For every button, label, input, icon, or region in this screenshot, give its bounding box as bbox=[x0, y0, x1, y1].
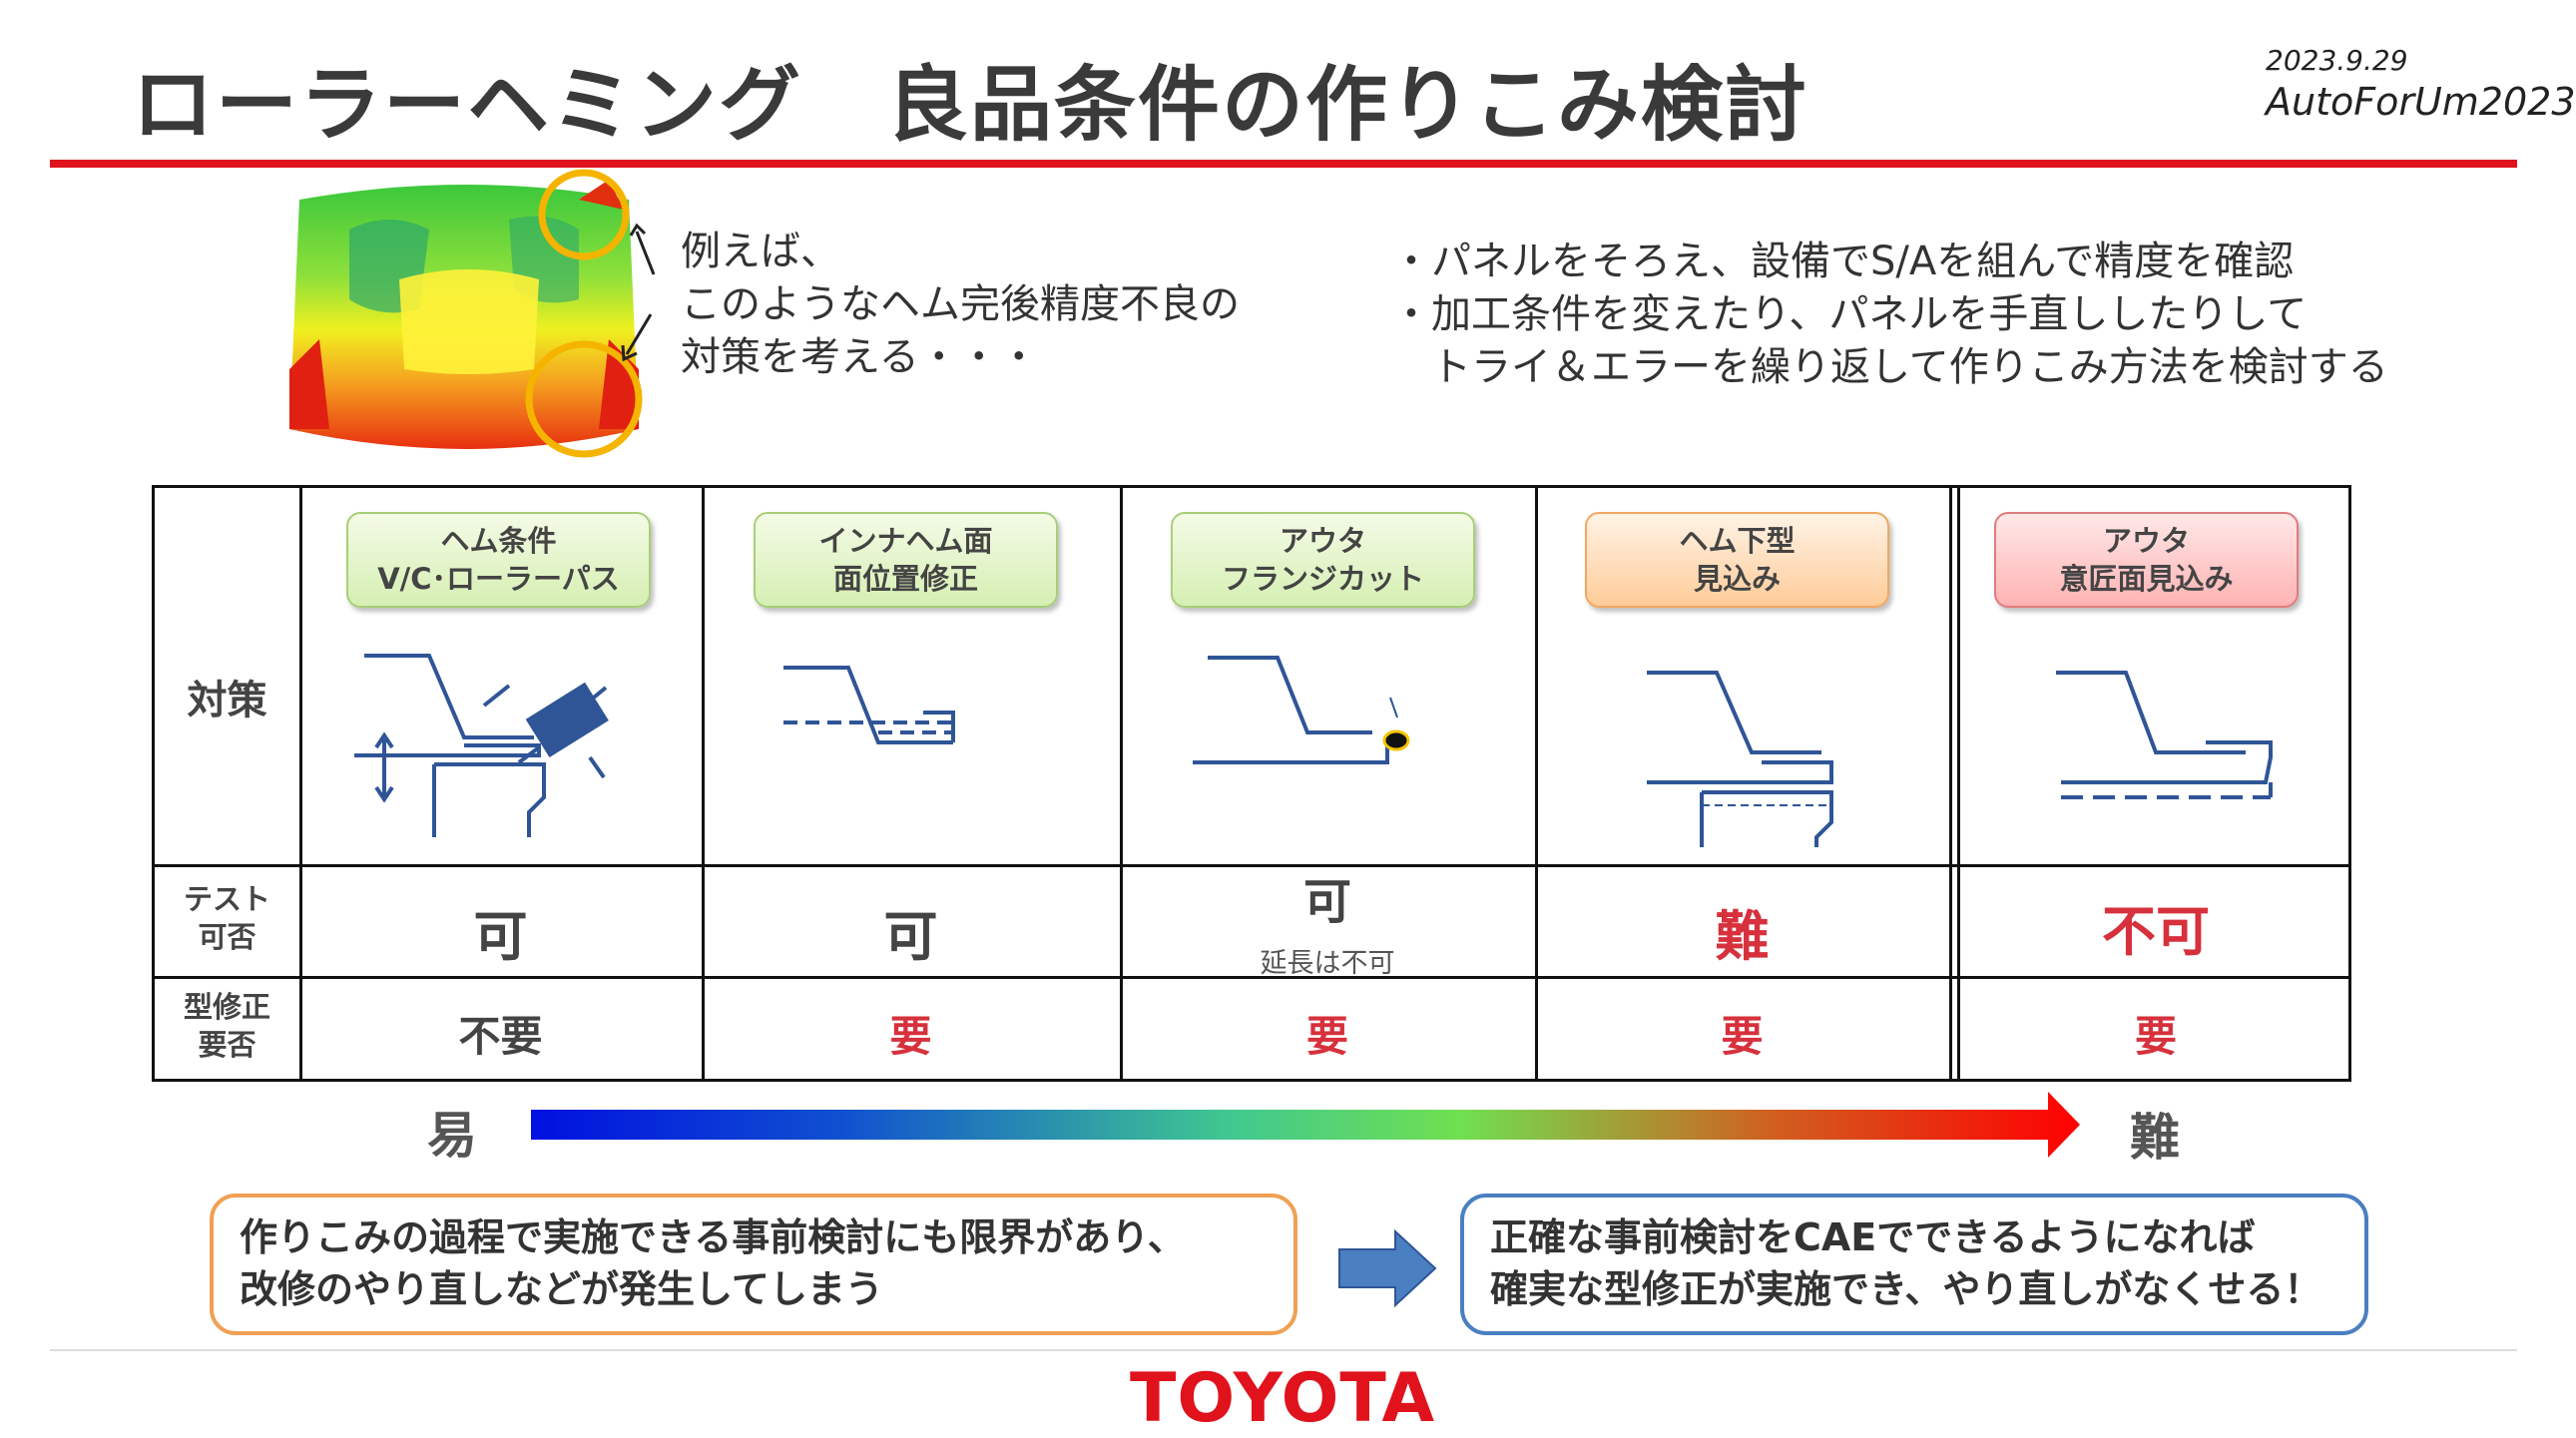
die-value-col5: 要 bbox=[1957, 1003, 2354, 1064]
cell-text: 可 bbox=[1302, 874, 1351, 930]
footer-divider bbox=[50, 1349, 2517, 1351]
row-header-line: 要否 bbox=[198, 1028, 257, 1062]
measure-badge-outer-surface: アウタ 意匠面見込み bbox=[1994, 512, 2299, 608]
test-value-col1: 可 bbox=[299, 892, 702, 971]
example-note-line: 例えば、 bbox=[681, 229, 840, 274]
title-underline bbox=[50, 160, 2517, 168]
diagram-lower-die bbox=[1647, 671, 1833, 847]
grid-line bbox=[155, 976, 2348, 979]
row-header-line: 型修正 bbox=[183, 990, 270, 1024]
countermeasure-matrix: 対策 テスト 可否 型修正 要否 ヘム条件 V/C･ローラーパス インナヘム面 … bbox=[152, 485, 2351, 1082]
row-header-die: 型修正 要否 bbox=[155, 988, 299, 1064]
row-header-line: テスト bbox=[183, 882, 270, 916]
badge-line: アウタ bbox=[2102, 524, 2190, 558]
cell-text: 要 bbox=[889, 1012, 932, 1061]
process-note-line: ・パネルをそろえ、設備でS/Aを組んで精度を確認 bbox=[1391, 239, 2295, 284]
limitation-line: 作りこみの過程で実施できる事前検討にも限界があり、 bbox=[240, 1215, 1186, 1259]
example-note-line: このようなヘム完後精度不良の bbox=[681, 281, 1240, 327]
grid-line bbox=[1535, 488, 1538, 1079]
scale-easy-label: 易 bbox=[427, 1107, 477, 1165]
cell-note: 延長は不可 bbox=[1260, 948, 1395, 979]
grid-line bbox=[1120, 488, 1123, 1079]
badge-line: 見込み bbox=[1693, 562, 1781, 596]
limitation-box: 作りこみの過程で実施できる事前検討にも限界があり、 改修のやり直しなどが発生して… bbox=[210, 1194, 1297, 1335]
test-value-col4: 難 bbox=[1535, 892, 1949, 971]
badge-line: アウタ bbox=[1279, 524, 1366, 558]
solution-line: 正確な事前検討をCAEでできるようになれば bbox=[1490, 1215, 2256, 1259]
die-value-col2: 要 bbox=[702, 1003, 1120, 1064]
cell-text: 要 bbox=[2134, 1012, 2177, 1061]
grid-line bbox=[299, 488, 302, 1079]
process-note: ・パネルをそろえ、設備でS/Aを組んで精度を確認 ・加工条件を変えたり、パネルを… bbox=[1391, 236, 2388, 394]
badge-line: V/C･ローラーパス bbox=[377, 562, 620, 596]
cell-text: 可 bbox=[473, 905, 528, 968]
page-title: ローラーヘミング 良品条件の作りこみ検討 bbox=[132, 58, 1809, 153]
diagram-inner-hem bbox=[783, 666, 955, 744]
grid-line bbox=[1957, 488, 1960, 1079]
badge-line: インナヘム面 bbox=[818, 524, 993, 558]
badge-line: フランジカット bbox=[1221, 562, 1424, 596]
hood-deviation-heatmap bbox=[289, 169, 643, 458]
right-arrow-icon bbox=[1338, 1228, 1437, 1308]
measure-badge-hem-condition: ヘム条件 V/C･ローラーパス bbox=[346, 512, 651, 608]
toyota-logo: TOYOTA bbox=[1130, 1359, 1436, 1438]
badge-line: ヘム条件 bbox=[440, 524, 557, 558]
die-value-col1: 不要 bbox=[299, 1003, 702, 1064]
row-header-test: テスト 可否 bbox=[155, 880, 299, 956]
test-value-col5: 不可 bbox=[1957, 887, 2354, 966]
cell-text: 要 bbox=[1721, 1012, 1764, 1061]
pointer-arrows bbox=[621, 223, 656, 362]
die-value-col3: 要 bbox=[1120, 1003, 1535, 1064]
event-label: AutoForUm2023 bbox=[2266, 80, 2576, 124]
die-value-col4: 要 bbox=[1535, 1003, 1949, 1064]
date-label: 2023.9.29 bbox=[2266, 44, 2408, 77]
solution-box: 正確な事前検討をCAEでできるようになれば 確実な型修正が実施でき、やり直しがな… bbox=[1460, 1194, 2368, 1335]
row-header-line: 可否 bbox=[198, 920, 257, 954]
solution-line: 確実な型修正が実施でき、やり直しがなくせる！ bbox=[1490, 1267, 2322, 1311]
grid-line bbox=[1949, 488, 1952, 1079]
grid-line bbox=[155, 864, 2348, 867]
limitation-line: 改修のやり直しなどが発生してしまう bbox=[240, 1267, 883, 1311]
diagram-outer-surface bbox=[2056, 671, 2273, 799]
diagram-outer-flange bbox=[1193, 656, 1410, 764]
process-note-line: ・加工条件を変えたり、パネルを手直ししたりして bbox=[1391, 291, 2308, 337]
cell-text: 要 bbox=[1305, 1012, 1348, 1061]
row-header-measure: 対策 bbox=[187, 678, 267, 723]
badge-line: 面位置修正 bbox=[832, 562, 978, 596]
grid-line bbox=[702, 488, 705, 1079]
cell-text: 可 bbox=[883, 905, 938, 968]
example-note: 例えば、 このようなヘム完後精度不良の 対策を考える・・・ bbox=[681, 226, 1240, 384]
test-value-col2: 可 bbox=[702, 892, 1120, 971]
scale-hard-label: 難 bbox=[2130, 1109, 2180, 1167]
difficulty-gradient-arrow bbox=[531, 1092, 2080, 1158]
measure-badge-inner-hem: インナヘム面 面位置修正 bbox=[754, 512, 1058, 608]
cell-text: 不可 bbox=[2102, 900, 2210, 963]
cell-text: 不要 bbox=[458, 1012, 543, 1061]
badge-line: 意匠面見込み bbox=[2059, 562, 2234, 596]
test-value-col3: 可 延長は不可 bbox=[1120, 871, 1535, 995]
measure-badge-lower-die: ヘム下型 見込み bbox=[1585, 512, 1889, 608]
badge-line: ヘム下型 bbox=[1679, 524, 1796, 558]
cell-text: 難 bbox=[1715, 905, 1770, 968]
example-note-line: 対策を考える・・・ bbox=[681, 334, 1039, 380]
measure-badge-outer-flange: アウタ フランジカット bbox=[1171, 512, 1475, 608]
process-note-line: トライ＆エラーを繰り返して作りこみ方法を検討する bbox=[1391, 344, 2388, 390]
diagram-hem-condition bbox=[354, 654, 609, 837]
